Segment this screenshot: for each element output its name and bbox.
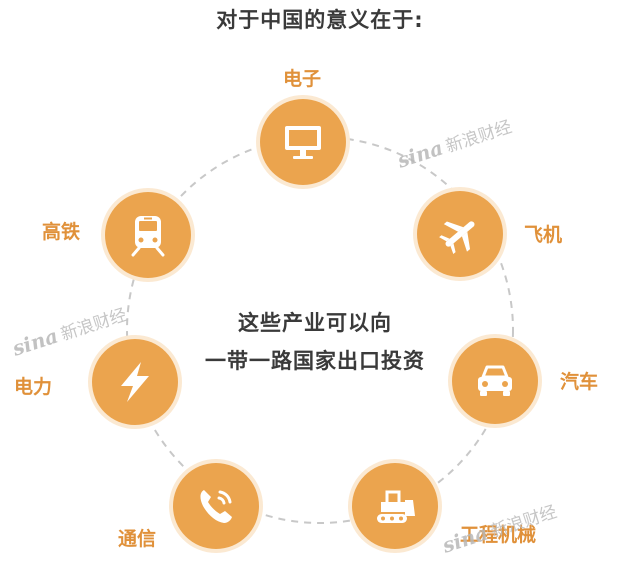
node-label-aircraft: 飞机 (524, 224, 563, 246)
car-icon (478, 365, 512, 396)
node-label-electric-power: 电力 (14, 376, 53, 398)
phone-icon (200, 490, 232, 523)
monitor-icon (285, 126, 321, 159)
airplane-icon (439, 221, 475, 254)
node-high-speed-rail (105, 192, 191, 278)
node-electric-power (92, 339, 178, 425)
node-label-electronics: 电子 (283, 68, 322, 90)
node-construction-machinery (352, 463, 438, 549)
lightning-icon (121, 362, 149, 402)
node-label-construction-machinery: 工程机械 (460, 524, 537, 546)
node-label-high-speed-rail: 高铁 (42, 221, 81, 243)
center-text-line2: 一带一路国家出口投资 (205, 349, 425, 373)
node-label-telecommunications: 通信 (118, 528, 157, 550)
node-telecommunications (173, 463, 259, 549)
bulldozer-icon (377, 490, 415, 523)
diagram-title: 对于中国的意义在于: (216, 8, 424, 32)
node-label-automobile: 汽车 (560, 371, 599, 393)
train-icon (131, 216, 165, 257)
node-electronics (260, 99, 346, 185)
node-automobile (452, 338, 538, 424)
node-aircraft (417, 191, 503, 277)
center-text-line1: 这些产业可以向 (238, 311, 392, 335)
